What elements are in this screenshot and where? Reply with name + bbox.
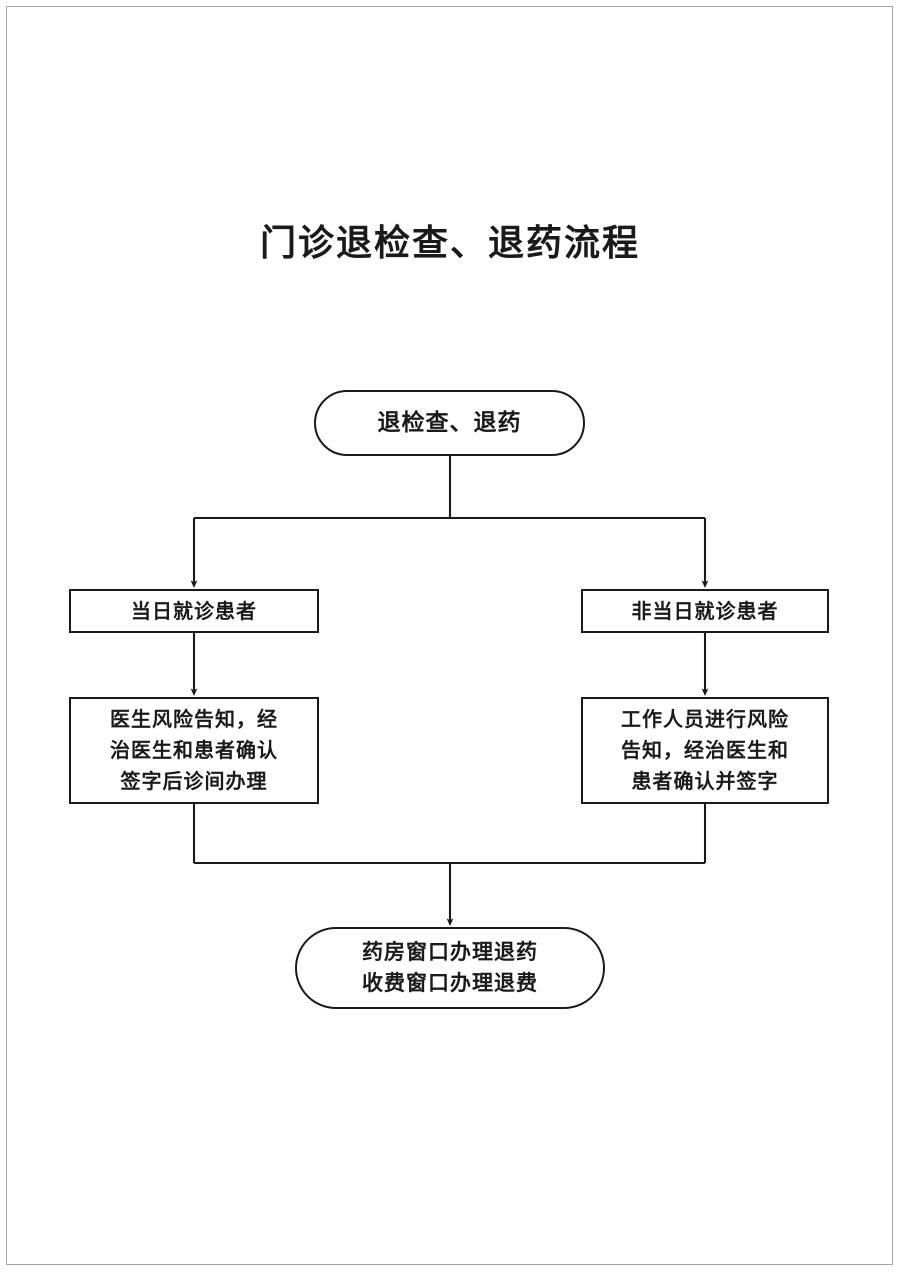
flow-node-other-day[interactable]: 非当日就诊患者 xyxy=(581,589,829,633)
flow-node-doctor-risk[interactable]: 医生风险告知，经 治医生和患者确认 签字后诊间办理 xyxy=(69,697,319,804)
flow-node-start[interactable]: 退检查、退药 xyxy=(314,390,585,456)
flow-node-end[interactable]: 药房窗口办理退药 收费窗口办理退费 xyxy=(295,927,605,1009)
flow-node-end-label: 药房窗口办理退药 收费窗口办理退费 xyxy=(362,939,538,996)
flow-node-doctor-risk-label: 医生风险告知，经 治医生和患者确认 签字后诊间办理 xyxy=(110,707,278,793)
flow-node-other-day-label: 非当日就诊患者 xyxy=(631,599,779,623)
page-title: 门诊退检查、退药流程 xyxy=(259,223,640,264)
flow-node-start-label: 退检查、退药 xyxy=(377,409,522,436)
flow-node-staff-risk-label: 工作人员进行风险 告知，经治医生和 患者确认并签字 xyxy=(621,707,789,793)
flow-node-staff-risk[interactable]: 工作人员进行风险 告知，经治医生和 患者确认并签字 xyxy=(581,697,829,804)
flow-node-same-day-label: 当日就诊患者 xyxy=(131,599,257,623)
flow-node-same-day[interactable]: 当日就诊患者 xyxy=(69,589,319,633)
